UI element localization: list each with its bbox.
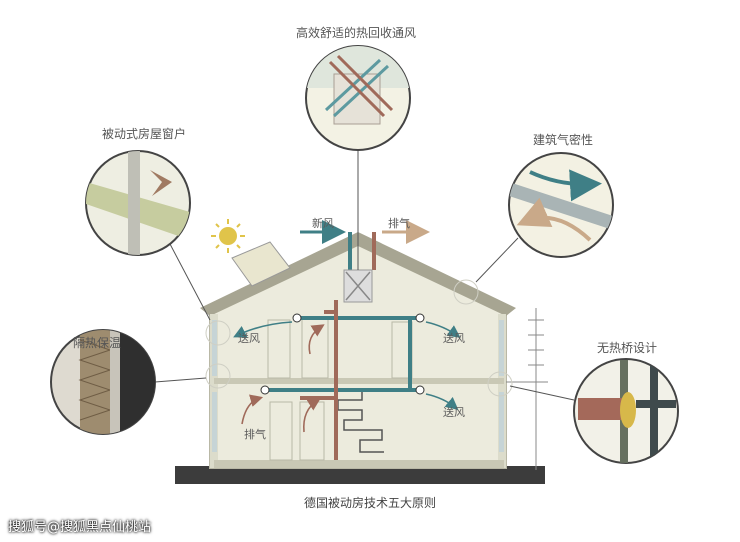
house-body bbox=[200, 232, 516, 469]
fresh-air-label: 新风 bbox=[312, 217, 334, 230]
supply-upper-left-arrow bbox=[233, 321, 293, 338]
supply-lower-right-arrow bbox=[425, 393, 459, 411]
exhaust-duct bbox=[300, 232, 376, 460]
insulation-label: 隔热保温 bbox=[73, 336, 122, 350]
air-outlet-markers bbox=[260, 313, 425, 395]
watermark: 搜狐号@搜狐黑点仙桃站 bbox=[8, 520, 152, 535]
callout-hrv-circle bbox=[305, 45, 411, 151]
balcony-railing bbox=[506, 308, 548, 470]
airtight-label: 建筑气密性 bbox=[533, 133, 594, 147]
supply-upper-right-label: 送风 bbox=[443, 332, 465, 345]
window-label: 被动式房屋窗户 bbox=[102, 127, 187, 141]
callout-thermal-bridge-circle bbox=[573, 358, 679, 464]
supply-upper-left-label: 送风 bbox=[238, 332, 260, 345]
hrv-label: 高效舒适的热回收通风 bbox=[296, 26, 417, 40]
thermal-bridge-label: 无热桥设计 bbox=[597, 341, 658, 355]
connector-rings bbox=[205, 279, 513, 397]
solar-panel bbox=[231, 241, 291, 287]
callout-window-circle bbox=[85, 150, 191, 256]
extract-upper-arrow bbox=[308, 324, 325, 355]
fresh-air-duct bbox=[266, 232, 416, 392]
callout-airtight-circle bbox=[508, 152, 614, 258]
supply-upper-right-arrow bbox=[425, 321, 461, 338]
extract-lower-mid-arrow bbox=[302, 398, 321, 433]
extract-lower-left-arrow bbox=[241, 394, 264, 425]
exhaust-lower-label: 排气 bbox=[244, 428, 266, 441]
ground-slab bbox=[175, 466, 545, 484]
supply-lower-right-label: 送风 bbox=[443, 406, 465, 419]
diagram-caption: 德国被动房技术五大原则 bbox=[303, 496, 436, 510]
exhaust-top-label: 排气 bbox=[388, 217, 410, 230]
leader-lines bbox=[154, 150, 575, 401]
sun-icon bbox=[211, 219, 245, 253]
